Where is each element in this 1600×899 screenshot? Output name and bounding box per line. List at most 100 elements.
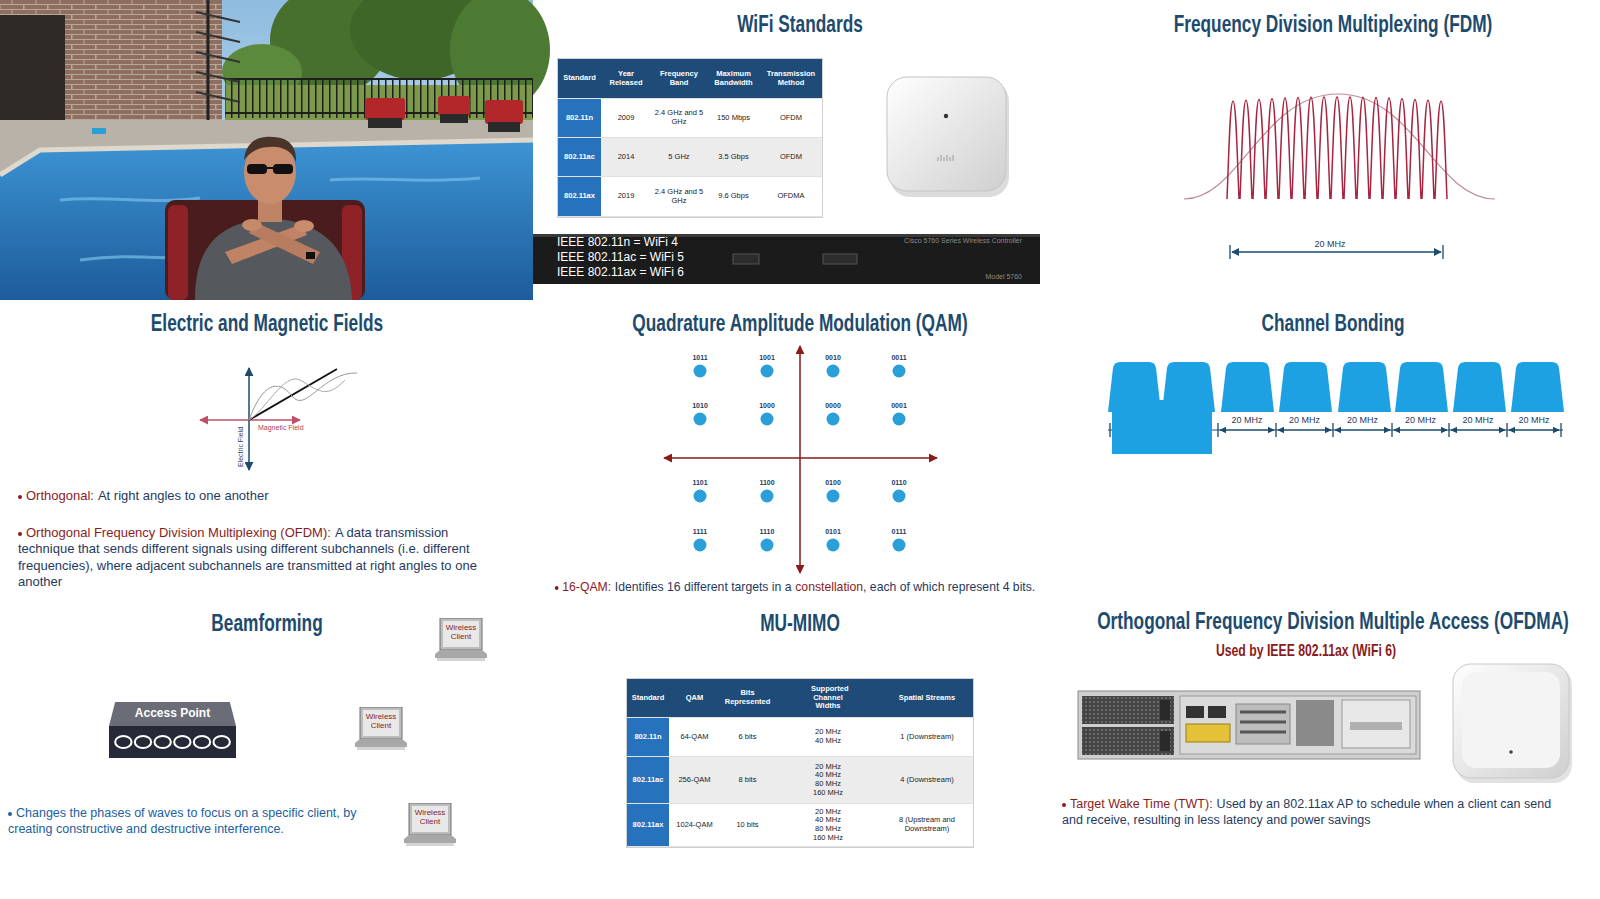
bandwidth-arrow	[1278, 429, 1331, 430]
dimension-label: 20 MHz	[1312, 239, 1347, 249]
node-text: IEEE 802.11n = WiFi 4	[557, 236, 678, 250]
table-cell-text: 2.4 GHz and 5 GHz	[653, 109, 705, 126]
subtitle: Used by IEEE 802.11ax (WiFi 6)	[1216, 641, 1396, 661]
chassis-face	[533, 234, 1040, 284]
table-cell-text: Transmission Method	[762, 70, 820, 87]
table-cell-text: 802.11ax	[633, 821, 664, 830]
header-cell: Bits Represented	[720, 679, 775, 718]
channel-block	[1511, 362, 1564, 412]
table-cell: 64-QAM	[669, 718, 720, 757]
table-cell: 8 (Upstream and Downstream)	[881, 804, 973, 847]
panel-title: Channel Bonding	[1261, 309, 1404, 337]
table-cell: 256-QAM	[669, 757, 720, 804]
table-cell: 6 bits	[720, 718, 775, 757]
panel-title: Quadrature Amplitude Modulation (QAM)	[632, 309, 967, 337]
laptop-shadow	[437, 658, 485, 661]
laptop-screen	[443, 621, 479, 647]
constellation-point	[761, 413, 774, 426]
constellation-point	[694, 365, 707, 378]
qam-constellation	[694, 365, 906, 552]
constellation-code: 0101	[825, 528, 841, 536]
constellation-point	[694, 539, 707, 552]
bandwidth-arrow	[1509, 429, 1559, 430]
table-cell: 5 GHz	[651, 138, 707, 177]
row-header-cell: 802.11n	[627, 718, 669, 757]
table-cell-text: 256-QAM	[678, 776, 710, 785]
constellation-point	[827, 490, 840, 503]
axis-label: Magnetic Field	[258, 424, 304, 432]
node-text: Wireless Client	[412, 809, 448, 827]
bandwidth-label: 20 MHz	[1403, 415, 1438, 425]
fdm-waveform	[1184, 94, 1495, 259]
constellation-code: 1000	[759, 402, 775, 410]
header-cell: Frequency Band	[651, 59, 707, 99]
constellation-point	[761, 490, 774, 503]
constellation-point	[893, 490, 906, 503]
node-text: IEEE 802.11ax = WiFi 6	[557, 266, 684, 280]
table-cell-text: 802.11n	[634, 733, 661, 742]
table-cell-text: QAM	[686, 694, 704, 703]
constellation-code: 0001	[891, 402, 907, 410]
table-cell-text: 2.4 GHz and 5 GHz	[653, 188, 705, 205]
bandwidth-label: 20 MHz	[1229, 415, 1264, 425]
table-cell: 150 Mbps	[707, 99, 760, 138]
antenna-port	[154, 736, 170, 748]
table-cell-text: 10 bits	[736, 821, 758, 830]
panel-title: WiFi Standards	[737, 10, 863, 38]
bullet-text: 16-QAM:Identifies 16 different targets i…	[555, 579, 1035, 595]
bullet-dot	[1062, 803, 1066, 807]
axis-label: Electric Field	[237, 427, 245, 467]
table-cell-text: 20 MHz 40 MHz	[811, 728, 845, 745]
table-cell-text: Standard	[632, 694, 665, 703]
channel-block	[1279, 362, 1332, 412]
paragraph-text: , each of which represent 4 bits.	[863, 579, 1035, 594]
table-cell: 2019	[601, 177, 651, 217]
constellation-code: 1010	[692, 402, 708, 410]
port	[733, 254, 759, 264]
constellation-code: 1001	[759, 354, 775, 362]
bullet-dot	[555, 586, 559, 590]
bullet-text: Target Wake Time (TWT):Used by an 802.11…	[1062, 797, 1552, 828]
table-cell-text: 20 MHz 40 MHz 80 MHz 160 MHz	[811, 808, 845, 843]
row-header-cell: 802.11ac	[627, 757, 669, 804]
laptop-base	[355, 739, 407, 747]
port	[823, 254, 857, 264]
node-text: Access Point	[109, 707, 236, 721]
field-axes	[200, 368, 357, 470]
paragraph-text: At right angles to one another	[98, 488, 269, 503]
table-cell-text: 2009	[618, 114, 635, 123]
qam-axes	[664, 346, 937, 573]
table-cell: 2014	[601, 138, 651, 177]
bullet-text: Changes the phases of waves to focus on …	[8, 806, 368, 837]
table-cell: 2009	[601, 99, 651, 138]
table-cell-text: 8 (Upstream and Downstream)	[883, 816, 971, 833]
table-cell-text: 4 (Downstream)	[900, 776, 953, 785]
data-table: StandardYear ReleasedFrequency BandMaxim…	[558, 59, 822, 217]
table-cell-text: 150 Mbps	[717, 114, 750, 123]
constellation-code: 0110	[891, 479, 906, 487]
header-cell: Maximum Bandwidth	[707, 59, 760, 99]
table-cell-text: OFDM	[780, 153, 802, 162]
row-header-cell: 802.11ac	[558, 138, 601, 177]
table-cell-text: 2014	[618, 153, 635, 162]
constellation-code: 1011	[692, 354, 707, 362]
table-cell: 2.4 GHz and 5 GHz	[651, 99, 707, 138]
node-text: IEEE 802.11ac = WiFi 5	[557, 251, 684, 265]
table-cell-text: OFDM	[780, 114, 802, 123]
paragraph-text: Identifies 16 different targets in a	[615, 579, 792, 594]
table-cell: 20 MHz 40 MHz 80 MHz 160 MHz	[775, 757, 881, 804]
constellation-point	[827, 539, 840, 552]
panel-title: Electric and Magnetic Fields	[151, 309, 383, 337]
laptop-lid	[440, 618, 482, 650]
table-cell: 10 bits	[720, 804, 775, 847]
table-cell: 1 (Downstream)	[881, 718, 973, 757]
table-cell-text: 1024-QAM	[676, 821, 712, 830]
bullet-dot	[18, 532, 22, 536]
table-cell: 1024-QAM	[669, 804, 720, 847]
bullet-text: Orthogonal:At right angles to one anothe…	[18, 488, 523, 504]
laptop-base	[435, 650, 487, 658]
constellation-point	[761, 365, 774, 378]
antenna-port	[213, 736, 229, 748]
constellation-point	[893, 539, 906, 552]
table-cell-text: Maximum Bandwidth	[709, 70, 758, 87]
